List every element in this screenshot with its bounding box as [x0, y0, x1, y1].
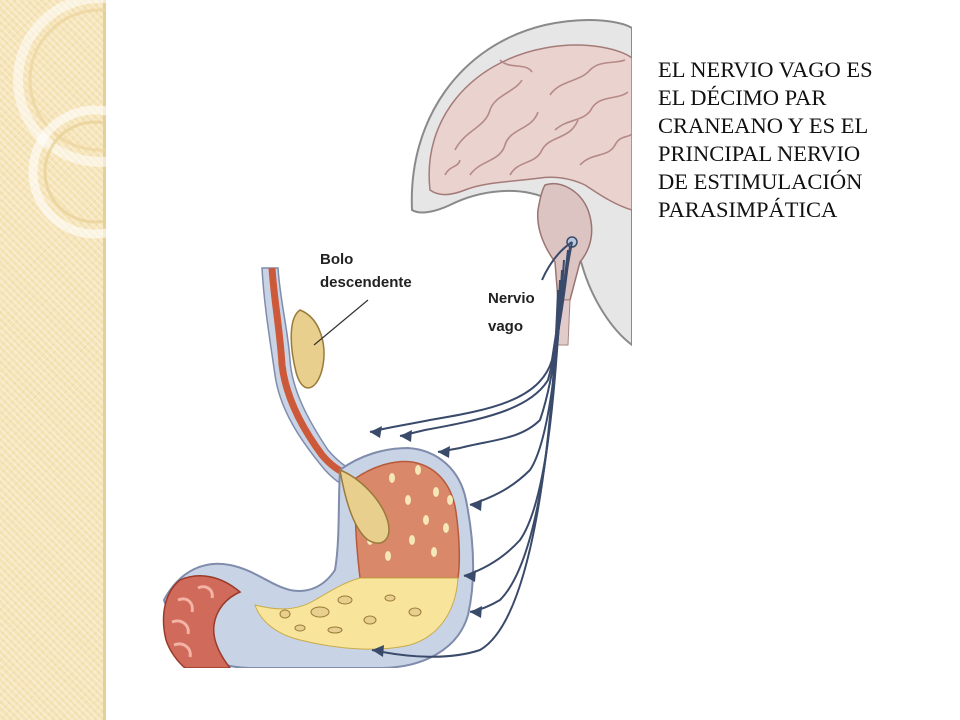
decorative-side-strip [0, 0, 106, 720]
caption-line: PARASIMPÁTICA [658, 197, 838, 222]
caption-line: EL NERVIO VAGO ES [658, 57, 873, 82]
bolus-label-line1: Bolo [320, 251, 353, 268]
nerve-arrowheads [370, 426, 482, 657]
gastric-contents [254, 577, 459, 650]
brain [428, 44, 632, 211]
caption-line: CRANEANO Y ES EL [658, 113, 869, 138]
nerve-label-line2: vago [488, 318, 523, 335]
vagus-nerve-diagram: Bolo descendente Nervio vago [160, 0, 632, 668]
vagus-nerve-branches [369, 241, 573, 658]
decorative-rings-icon [13, 0, 106, 239]
bolus-label-line2: descendente [320, 274, 412, 291]
bolus-lower [339, 468, 390, 544]
caption-line: EL DÉCIMO PAR [658, 85, 827, 110]
food-particles [279, 594, 422, 634]
caption-line: PRINCIPAL NERVIO [658, 141, 861, 166]
duodenum-folds [171, 585, 214, 658]
caption-text: EL NERVIO VAGO ES EL DÉCIMO PAR CRANEANO… [658, 56, 948, 224]
nerve-label-line1: Nervio [488, 290, 535, 307]
brain-folds [444, 59, 632, 176]
anatomy-illustration: Bolo descendente Nervio vago [162, 19, 632, 668]
caption-line: DE ESTIMULACIÓN [658, 169, 863, 194]
bolus-leader-line [313, 299, 369, 346]
bolus-upper [290, 309, 325, 389]
